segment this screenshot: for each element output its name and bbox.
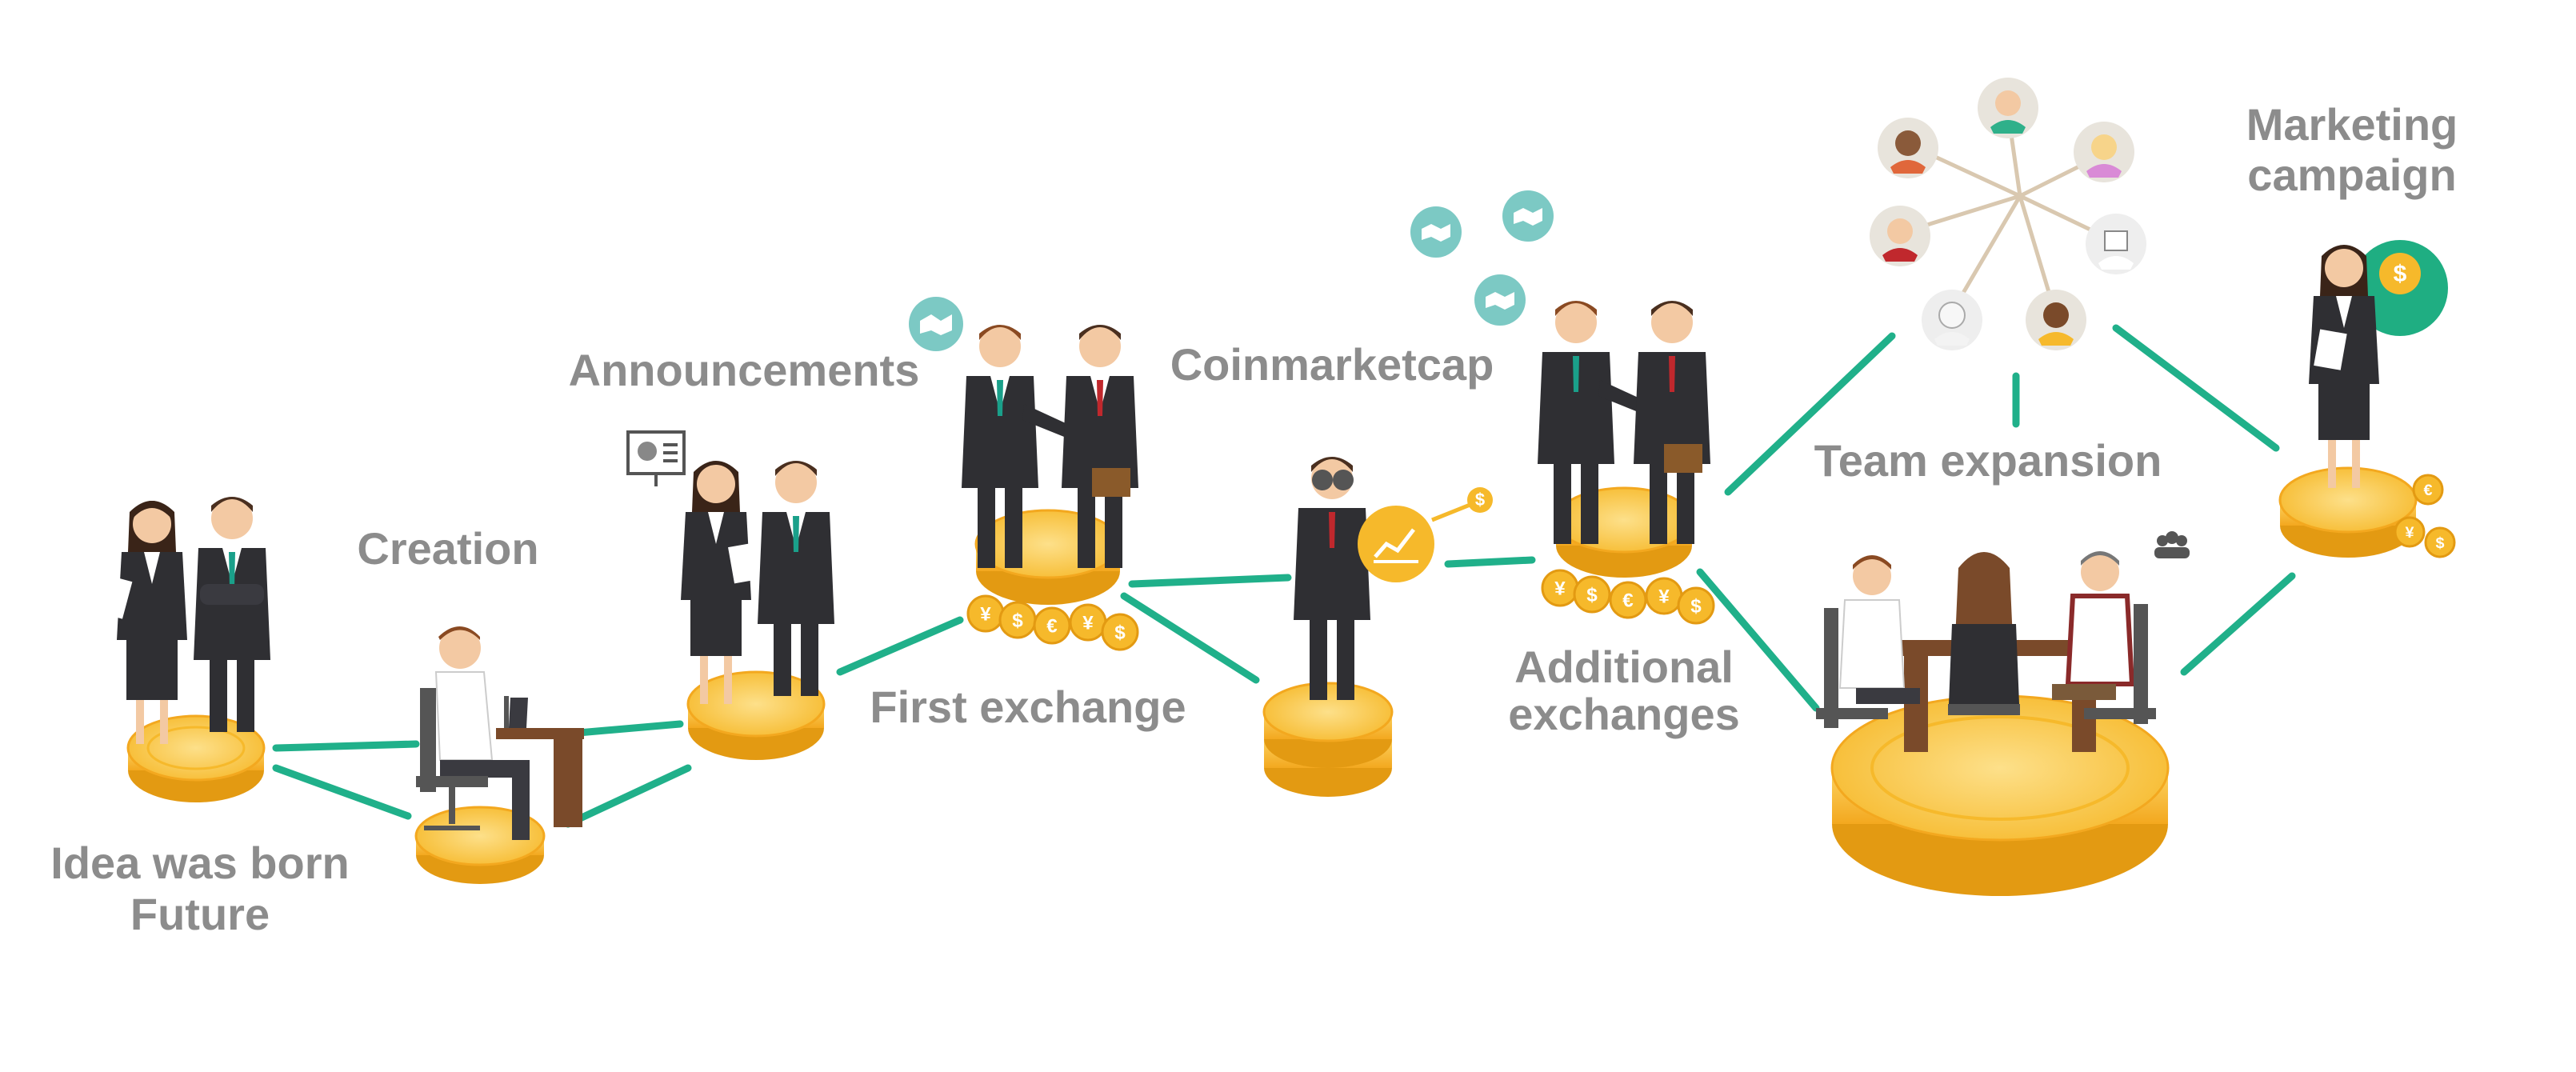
currency-coin-icon: $: [1677, 586, 1715, 625]
label-creation: Creation: [357, 523, 539, 574]
coin-platform: [974, 509, 1122, 605]
stage-coinmarketcap: $: [1262, 457, 1493, 797]
currency-symbol: ¥: [2405, 524, 2414, 542]
businessman-handshake-right: [1634, 301, 1710, 544]
currency-coins: € ¥ $: [2394, 474, 2456, 558]
currency-symbol: $: [2435, 534, 2444, 552]
label-idea-line2: Future: [130, 889, 270, 939]
businessman-handshake-right: [1062, 325, 1138, 568]
coin-stack: [1262, 682, 1394, 797]
coin-platform: [1554, 486, 1694, 578]
label-team-expansion: Team expansion: [1814, 435, 2162, 486]
label-marketing-line1: Marketing: [2246, 99, 2458, 150]
label-announcements: Announcements: [568, 345, 920, 395]
large-coin-platform: [1830, 694, 2170, 896]
team-member-center: [1948, 552, 2020, 715]
presentation-screen-icon: [626, 430, 686, 486]
line-chart-icon: [1358, 506, 1434, 582]
dollar-badge-icon: $: [2352, 240, 2448, 336]
avatar: [1870, 206, 1930, 266]
dollar-coin-small-icon: $: [1467, 487, 1493, 513]
stage-marketing-campaign: $ € ¥ $: [2278, 240, 2456, 558]
stage-idea: [96, 497, 270, 802]
svg-text:$: $: [1475, 490, 1485, 510]
currency-coins: ¥ $ € ¥ $: [966, 594, 1139, 651]
currency-coin-icon: $: [1101, 613, 1139, 651]
currency-coin-icon: ¥: [1645, 577, 1683, 615]
currency-symbol: €: [1622, 590, 1634, 611]
businessman-binoculars: [1294, 457, 1370, 700]
handshake-icon: [1474, 274, 1526, 326]
avatar: [1922, 290, 1982, 350]
currency-coins: ¥ $ € ¥ $: [1541, 569, 1715, 625]
currency-coin-icon: $: [1573, 575, 1611, 614]
currency-coin-icon: $: [998, 601, 1037, 639]
businesswoman-figure: [681, 461, 762, 704]
connector-lines: [272, 324, 2296, 828]
currency-symbol: ¥: [1658, 586, 1670, 607]
svg-text:$: $: [2394, 261, 2407, 287]
currency-symbol: €: [1046, 615, 1058, 637]
currency-symbol: $: [1586, 584, 1598, 606]
currency-coin-icon: ¥: [1069, 603, 1107, 642]
currency-coin-icon: $: [2424, 526, 2456, 558]
label-marketing-line2: campaign: [2247, 150, 2457, 200]
businesswoman-figure: [2309, 245, 2379, 488]
avatar: [1878, 118, 1938, 178]
team-member-right: [2052, 551, 2156, 724]
businessman-handshake-left: [962, 325, 1076, 568]
businessman-figure: [758, 461, 834, 696]
label-additional-line1: Additional: [1514, 642, 1734, 692]
currency-symbol: ¥: [980, 603, 991, 625]
handshake-icon: [909, 297, 963, 351]
avatar: [2026, 290, 2086, 350]
stage-additional-exchanges: ¥ $ € ¥ $: [1410, 190, 1715, 625]
currency-symbol: ¥: [1554, 578, 1566, 599]
stage-creation: [414, 626, 584, 884]
businessman-figure: [194, 497, 270, 732]
label-additional-line2: exchanges: [1508, 689, 1740, 739]
stage-first-exchange: ¥ $ € ¥ $: [909, 297, 1139, 651]
label-idea-line1: Idea was born: [50, 838, 350, 888]
currency-coin-icon: €: [1609, 581, 1647, 619]
label-coinmarketcap: Coinmarketcap: [1170, 339, 1494, 390]
currency-coin-icon: ¥: [1541, 569, 1579, 607]
avatar: [2086, 214, 2146, 274]
currency-coin-icon: ¥: [2394, 516, 2426, 548]
currency-coin-icon: €: [1033, 606, 1071, 645]
currency-symbol: €: [2423, 482, 2432, 499]
desk-worker-figure: [416, 626, 584, 840]
group-people-icon: [2154, 531, 2190, 558]
currency-symbol: $: [1114, 622, 1126, 643]
team-member-left: [1816, 555, 1920, 728]
currency-symbol: $: [1012, 610, 1023, 631]
currency-coin-icon: ¥: [966, 594, 1005, 633]
stage-team-expansion: [1816, 78, 2190, 896]
currency-symbol: ¥: [1082, 612, 1094, 634]
stage-announcements: [626, 430, 834, 760]
avatar: [2074, 122, 2134, 182]
currency-coin-icon: €: [2412, 474, 2444, 506]
businesswoman-figure: [96, 501, 187, 744]
label-first-exchange: First exchange: [870, 682, 1186, 732]
handshake-icon: [1502, 190, 1554, 242]
coin-platform: [2278, 466, 2418, 558]
handshake-icon: [1410, 206, 1462, 258]
avatar: [1978, 78, 2038, 138]
currency-symbol: $: [1690, 595, 1702, 617]
